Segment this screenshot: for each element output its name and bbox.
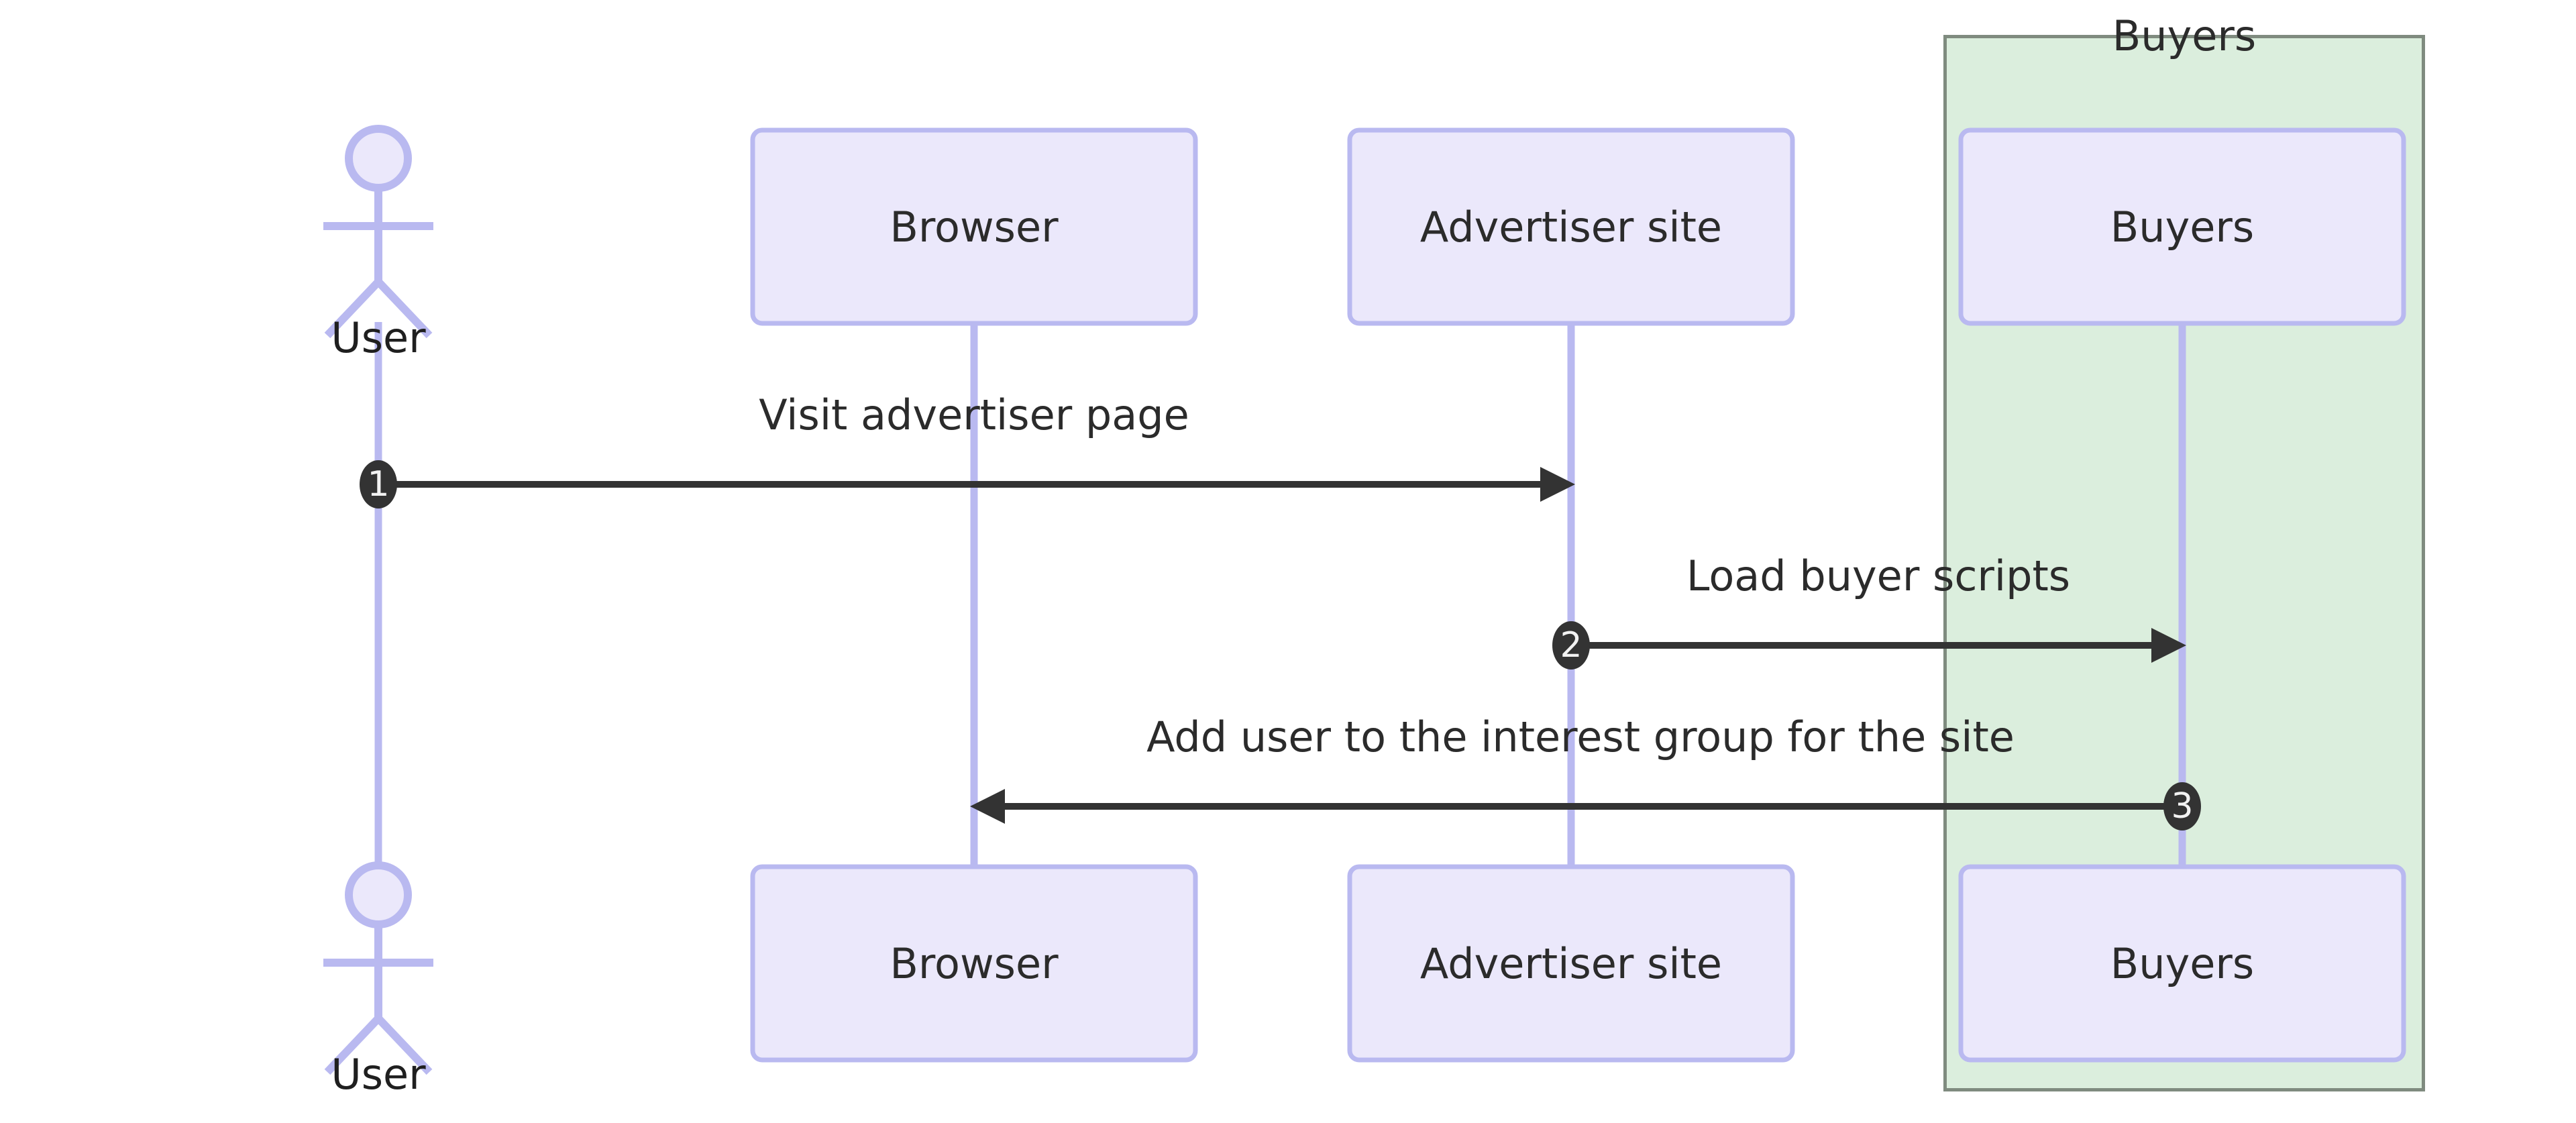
participant-advertiser-site-bottom[interactable]: Advertiser site [1347,864,1795,1063]
message-1-arrowhead-icon [1540,467,1575,502]
group-buyers-label: Buyers [2112,11,2256,60]
participant-user-top[interactable]: User [323,125,433,362]
actor-leg-right-icon [375,1015,433,1075]
participant-advertiser-site-bottom-label: Advertiser site [1420,939,1722,988]
actor-head-icon [345,861,412,928]
actor-head-icon [345,125,412,192]
message-2[interactable]: Load buyer scripts 2 [1552,551,2186,670]
message-1[interactable]: Visit advertiser page 1 [360,390,1575,509]
actor-leg-left-icon [324,1015,382,1075]
message-2-sequence-dot [1552,621,1590,670]
participant-browser-top-box [750,127,1198,326]
participant-user-bottom-label: User [331,1050,426,1099]
message-3[interactable]: Add user to the interest group for the s… [970,712,2201,831]
participant-buyers-top-label: Buyers [2110,203,2254,252]
participant-user-top-label: User [331,313,426,362]
participant-advertiser-site-top-box [1347,127,1795,326]
message-2-label: Load buyer scripts [1686,551,2070,600]
participant-buyers-top-box [1958,127,2406,326]
message-3-arrowhead-icon [970,789,1005,824]
message-1-label: Visit advertiser page [759,390,1189,439]
participant-buyers-bottom[interactable]: Buyers [1958,864,2406,1063]
participant-browser-top[interactable]: Browser [750,127,1198,326]
participant-advertiser-site-top-label: Advertiser site [1420,203,1722,252]
participant-advertiser-site-top[interactable]: Advertiser site [1347,127,1795,326]
participant-browser-top-label: Browser [890,203,1059,252]
participant-browser-bottom[interactable]: Browser [750,864,1198,1063]
participant-browser-bottom-label: Browser [890,939,1059,988]
message-3-sequence-number: 3 [2171,786,2193,826]
actor-leg-left-icon [324,278,382,339]
actor-leg-right-icon [375,278,433,339]
message-2-arrowhead-icon [2151,628,2186,663]
participant-buyers-bottom-box [1958,864,2406,1063]
participant-browser-bottom-box [750,864,1198,1063]
message-1-sequence-number: 1 [367,464,389,504]
message-1-sequence-dot [360,460,397,509]
participant-user-bottom[interactable]: User [323,861,433,1099]
message-3-label: Add user to the interest group for the s… [1146,712,2015,761]
message-3-sequence-dot [2163,782,2201,831]
participant-advertiser-site-bottom-box [1347,864,1795,1063]
participant-buyers-bottom-label: Buyers [2110,939,2254,988]
participant-buyers-top[interactable]: Buyers [1958,127,2406,326]
message-2-sequence-number: 2 [1560,625,1582,665]
